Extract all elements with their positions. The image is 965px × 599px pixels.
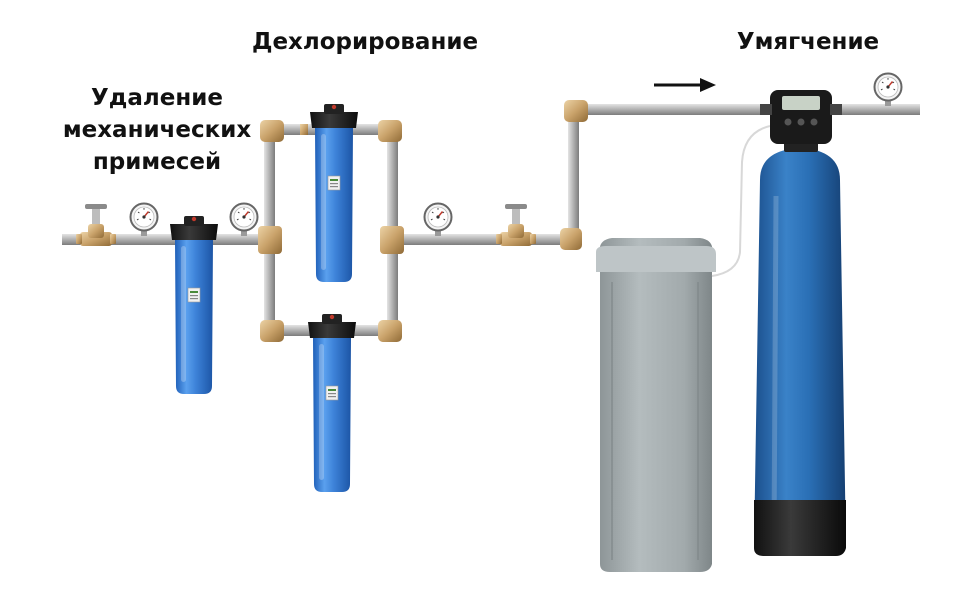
label-mechanical-removal-line-3: примесей <box>92 149 222 175</box>
fitting-tee-left-middle <box>258 226 282 254</box>
control-valve <box>760 90 842 152</box>
label-dechlorination: Дехлорирование <box>251 29 479 55</box>
fitting-elbow-top-right <box>378 120 402 142</box>
fitting-elbow-top-left <box>260 120 284 142</box>
sediment-filter <box>169 216 219 395</box>
inlet-pipe <box>62 234 272 245</box>
fittings <box>176 100 588 342</box>
middle-pipe <box>394 234 574 245</box>
top-pipe <box>574 104 920 115</box>
softener-tank <box>754 148 846 556</box>
control-button-icon <box>784 118 792 126</box>
arrow-right-icon <box>654 78 716 92</box>
pressure-gauge-icon <box>129 202 159 232</box>
control-button-icon <box>810 118 818 126</box>
control-display <box>782 96 820 110</box>
control-button-icon <box>797 118 805 126</box>
fitting-elbow-lower-riser <box>560 228 582 250</box>
fitting-elbow-bottom-left <box>260 320 284 342</box>
dechlorination-filter-bottom <box>307 314 357 493</box>
label-mechanical-removal: Удаление механических примесей <box>52 82 262 178</box>
ball-valve-icon <box>76 204 116 246</box>
fitting-tee-right-middle <box>380 226 404 254</box>
fitting-elbow-bottom-right <box>378 320 402 342</box>
pressure-gauge-icon <box>873 72 903 102</box>
label-softening: Умягчение <box>736 29 880 55</box>
fitting-elbow-upper-riser <box>564 100 588 122</box>
pressure-gauge-icon <box>229 202 259 232</box>
brine-tank <box>596 238 716 572</box>
fitting-small-2 <box>300 124 308 135</box>
drain-tube <box>711 125 771 277</box>
pressure-gauges <box>129 72 903 236</box>
label-mechanical-removal-line-1: Удаление <box>91 85 223 111</box>
vertical-riser-pipe <box>568 110 579 242</box>
dechlorination-filter-top <box>309 104 359 283</box>
ball-valve-icon <box>496 204 536 246</box>
label-mechanical-removal-line-2: механических <box>62 117 252 143</box>
tank-base <box>754 500 846 556</box>
pressure-gauge-icon <box>423 202 453 232</box>
